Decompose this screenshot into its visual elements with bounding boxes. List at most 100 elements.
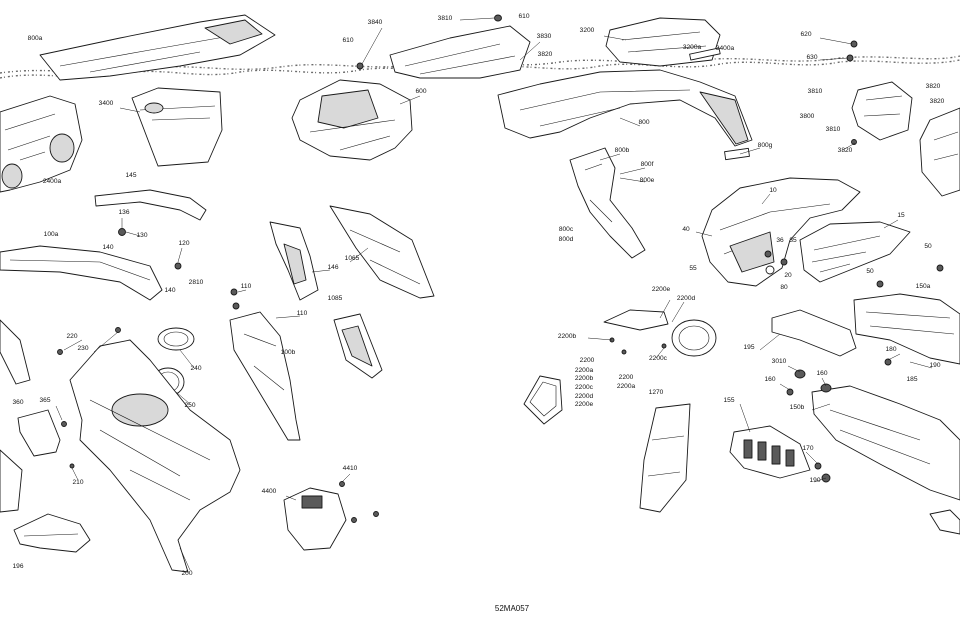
part-150a-drawing [853, 293, 960, 365]
callout-3400a: 3400a [716, 45, 735, 52]
callout-3820: 3820 [926, 83, 941, 90]
part-4400-drawing [283, 487, 347, 551]
callout-100b: 100b [281, 349, 296, 356]
callout-800: 800 [638, 119, 649, 126]
part-2400a-drawing [0, 95, 83, 193]
callout-55: 55 [689, 265, 697, 272]
callout-3820: 3820 [838, 147, 853, 154]
callout-365: 365 [39, 397, 50, 404]
reference-code: 52MA057 [495, 604, 530, 613]
callout-360: 360 [12, 399, 23, 406]
callout-610: 610 [342, 37, 353, 44]
part-146-drawing [269, 221, 319, 301]
callout-3830: 3830 [537, 33, 552, 40]
callout-2200: 2200 [580, 357, 595, 364]
callout-2200d: 2200d [575, 393, 594, 400]
callout-800c: 800c [559, 226, 574, 233]
callout-196: 196 [12, 563, 23, 570]
callout-1270: 1270 [649, 389, 664, 396]
callout-2400a: 2400a [43, 178, 62, 185]
callout-136: 136 [118, 209, 129, 216]
callout-3810: 3810 [826, 126, 841, 133]
callout-140: 140 [102, 244, 113, 251]
callout-2200a: 2200a [617, 383, 636, 390]
part-1085-drawing [333, 313, 383, 379]
callout-3820: 3820 [930, 98, 945, 105]
callout-4410: 4410 [343, 465, 358, 472]
callout-2200b: 2200b [558, 333, 577, 340]
callout-100a: 100a [44, 231, 59, 238]
callout-40: 40 [682, 226, 690, 233]
callout-160: 160 [816, 370, 827, 377]
part-3200-drawing [605, 17, 721, 67]
callout-620: 620 [800, 31, 811, 38]
callout-110: 110 [297, 310, 308, 317]
callout-3820: 3820 [538, 51, 553, 58]
part-155-drawing [729, 425, 811, 479]
callout-2200c: 2200c [575, 384, 594, 391]
callout-150b: 150b [790, 404, 805, 411]
part-800c-drawing [569, 147, 646, 259]
part-1270-drawing [639, 403, 691, 513]
part-3810-drawing [389, 25, 531, 79]
callout-50: 50 [924, 243, 932, 250]
part-15-drawing [799, 221, 911, 283]
part-150b-drawing [811, 385, 960, 535]
part-240-drawing [157, 327, 195, 351]
callout-10: 10 [769, 187, 777, 194]
callout-185: 185 [906, 376, 917, 383]
callout-800b: 800b [615, 147, 630, 154]
callout-240: 240 [190, 365, 201, 372]
callout-800f: 800f [641, 161, 654, 168]
callout-800e: 800e [640, 177, 655, 184]
callout-35: 35 [789, 237, 797, 244]
callout-2200: 2200 [619, 374, 634, 381]
callout-3800: 3800 [800, 113, 815, 120]
parts-illustrations [0, 14, 960, 573]
callout-610: 610 [518, 13, 529, 20]
callout-160: 160 [764, 376, 775, 383]
part-3800-drawing [851, 81, 960, 197]
callout-3810: 3810 [808, 88, 823, 95]
callout-3810: 3810 [438, 15, 453, 22]
callout-4400: 4400 [262, 488, 277, 495]
callout-15: 15 [897, 212, 905, 219]
callout-2200e: 2200e [652, 286, 671, 293]
callout-800d: 800d [559, 236, 574, 243]
part-200-drawing [69, 339, 241, 573]
callout-250: 250 [184, 402, 195, 409]
callout-1085: 1085 [328, 295, 343, 302]
callout-2200c: 2200c [649, 355, 668, 362]
callout-190: 190 [809, 477, 820, 484]
part-100a-drawing [0, 245, 163, 513]
callout-800g: 800g [758, 142, 773, 149]
callout-2200d: 2200d [677, 295, 696, 302]
callout-50: 50 [866, 268, 874, 275]
callout-155: 155 [723, 397, 734, 404]
callout-2200a: 2200a [575, 367, 594, 374]
part-800-drawing [497, 69, 753, 147]
part-800a-drawing [39, 14, 276, 81]
callout-146: 146 [327, 264, 338, 271]
part-3400-drawing [131, 87, 223, 167]
callout-3200: 3200 [580, 27, 595, 34]
fastener-drawings [57, 14, 944, 523]
callout-230: 230 [77, 345, 88, 352]
callout-1065: 1065 [345, 255, 360, 262]
callout-36: 36 [776, 237, 784, 244]
part-360-drawing [17, 409, 61, 457]
part-1065-drawing [329, 205, 435, 299]
callout-2200e: 2200e [575, 401, 594, 408]
part-100b-drawing [229, 311, 301, 441]
callout-170: 170 [802, 445, 813, 452]
callout-220: 220 [66, 333, 77, 340]
callout-130: 130 [136, 232, 147, 239]
callout-3400: 3400 [99, 100, 114, 107]
callout-2810: 2810 [189, 279, 204, 286]
callout-190: 190 [929, 362, 940, 369]
callout-200: 200 [181, 570, 192, 577]
callout-110: 110 [241, 283, 252, 290]
part-145-drawing [94, 189, 207, 221]
callout-600: 600 [415, 88, 426, 95]
